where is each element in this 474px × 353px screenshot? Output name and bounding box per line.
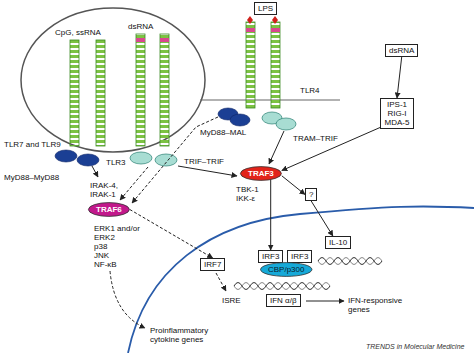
factor-box: IRF7 — [200, 258, 225, 271]
ligand-box: dsRNA — [385, 44, 418, 57]
label-text: ERK2 — [94, 233, 115, 242]
label-text: MyD88–MyD88 — [4, 173, 59, 182]
label-text: ISRE — [222, 296, 241, 305]
unknown-box: ? — [305, 188, 317, 201]
node-text: IFN α/β — [270, 296, 297, 305]
node-text: IRF7 — [204, 260, 221, 269]
gene-box: IL-10 — [325, 236, 351, 249]
arrow-connector — [282, 128, 380, 171]
dashed-connector — [130, 210, 213, 259]
node-text: dsRNA — [389, 46, 414, 55]
adaptor-ellipse: TRAF6 — [88, 202, 130, 217]
label-text: MyD88–MAL — [200, 128, 246, 137]
label-text: TLR4 — [300, 86, 320, 95]
label-text: CpG, ssRNA — [55, 28, 101, 37]
label-text: NF-κB — [94, 260, 117, 269]
adaptor-ellipse: TRAF3 — [240, 166, 282, 181]
node-text: CBP/p300 — [268, 265, 304, 274]
label-text: p38 — [94, 242, 107, 251]
label-text: TBK-1 — [236, 185, 259, 194]
sensor-box: IPS-1 RIG-I MDA-5 — [380, 98, 414, 129]
gene-box: IFN α/β — [266, 294, 301, 307]
label-text: IFN-responsive genes — [348, 296, 412, 314]
myd88-ovals — [55, 108, 250, 166]
label-text: IKK-ε — [236, 194, 255, 203]
trif-ovals — [130, 112, 296, 166]
label-text: TRIF–TRIF — [184, 157, 224, 166]
arrow-connector — [397, 57, 402, 98]
node-text: IPS-1 RIG-I MDA-5 — [384, 100, 410, 127]
label-text: TLR7 and TLR9 — [4, 140, 61, 149]
plasma-membrane — [200, 100, 340, 101]
label-text: ERK1 and/or — [94, 224, 140, 233]
node-text: LPS — [258, 4, 273, 13]
watermark-text: TRENDS in Molecular Medicine — [366, 342, 464, 351]
signal-arrows — [92, 117, 344, 328]
endosome-outline — [21, 8, 205, 152]
label-text: TLR3 — [106, 158, 126, 167]
factor-box: IRF3 — [287, 250, 312, 263]
arrow-connector — [311, 201, 333, 236]
arrow-connector — [282, 176, 305, 195]
node-text: IL-10 — [329, 238, 347, 247]
node-text: IRF3 — [262, 252, 279, 261]
ligand-box: LPS — [254, 2, 277, 15]
node-text: ? — [309, 190, 313, 199]
nucleus-membrane — [128, 206, 474, 353]
receptor-ladders — [70, 22, 280, 146]
label-text: IRAK-4, IRAK-1 — [90, 181, 124, 199]
node-text: TRAF3 — [248, 169, 274, 178]
ligand-marks — [136, 16, 280, 42]
label-text: TRAM–TRIF — [293, 134, 338, 143]
arrow-connector — [270, 180, 271, 250]
label-text: Proinflammatory cytokine genes — [150, 326, 218, 344]
label-text: JNK — [94, 251, 109, 260]
node-text: TRAF6 — [96, 205, 122, 214]
coactivator-ellipse: CBP/p300 — [260, 262, 312, 277]
node-text: IRF3 — [291, 252, 308, 261]
factor-box: IRF3 — [258, 250, 283, 263]
label-text: dsRNA — [128, 22, 153, 31]
